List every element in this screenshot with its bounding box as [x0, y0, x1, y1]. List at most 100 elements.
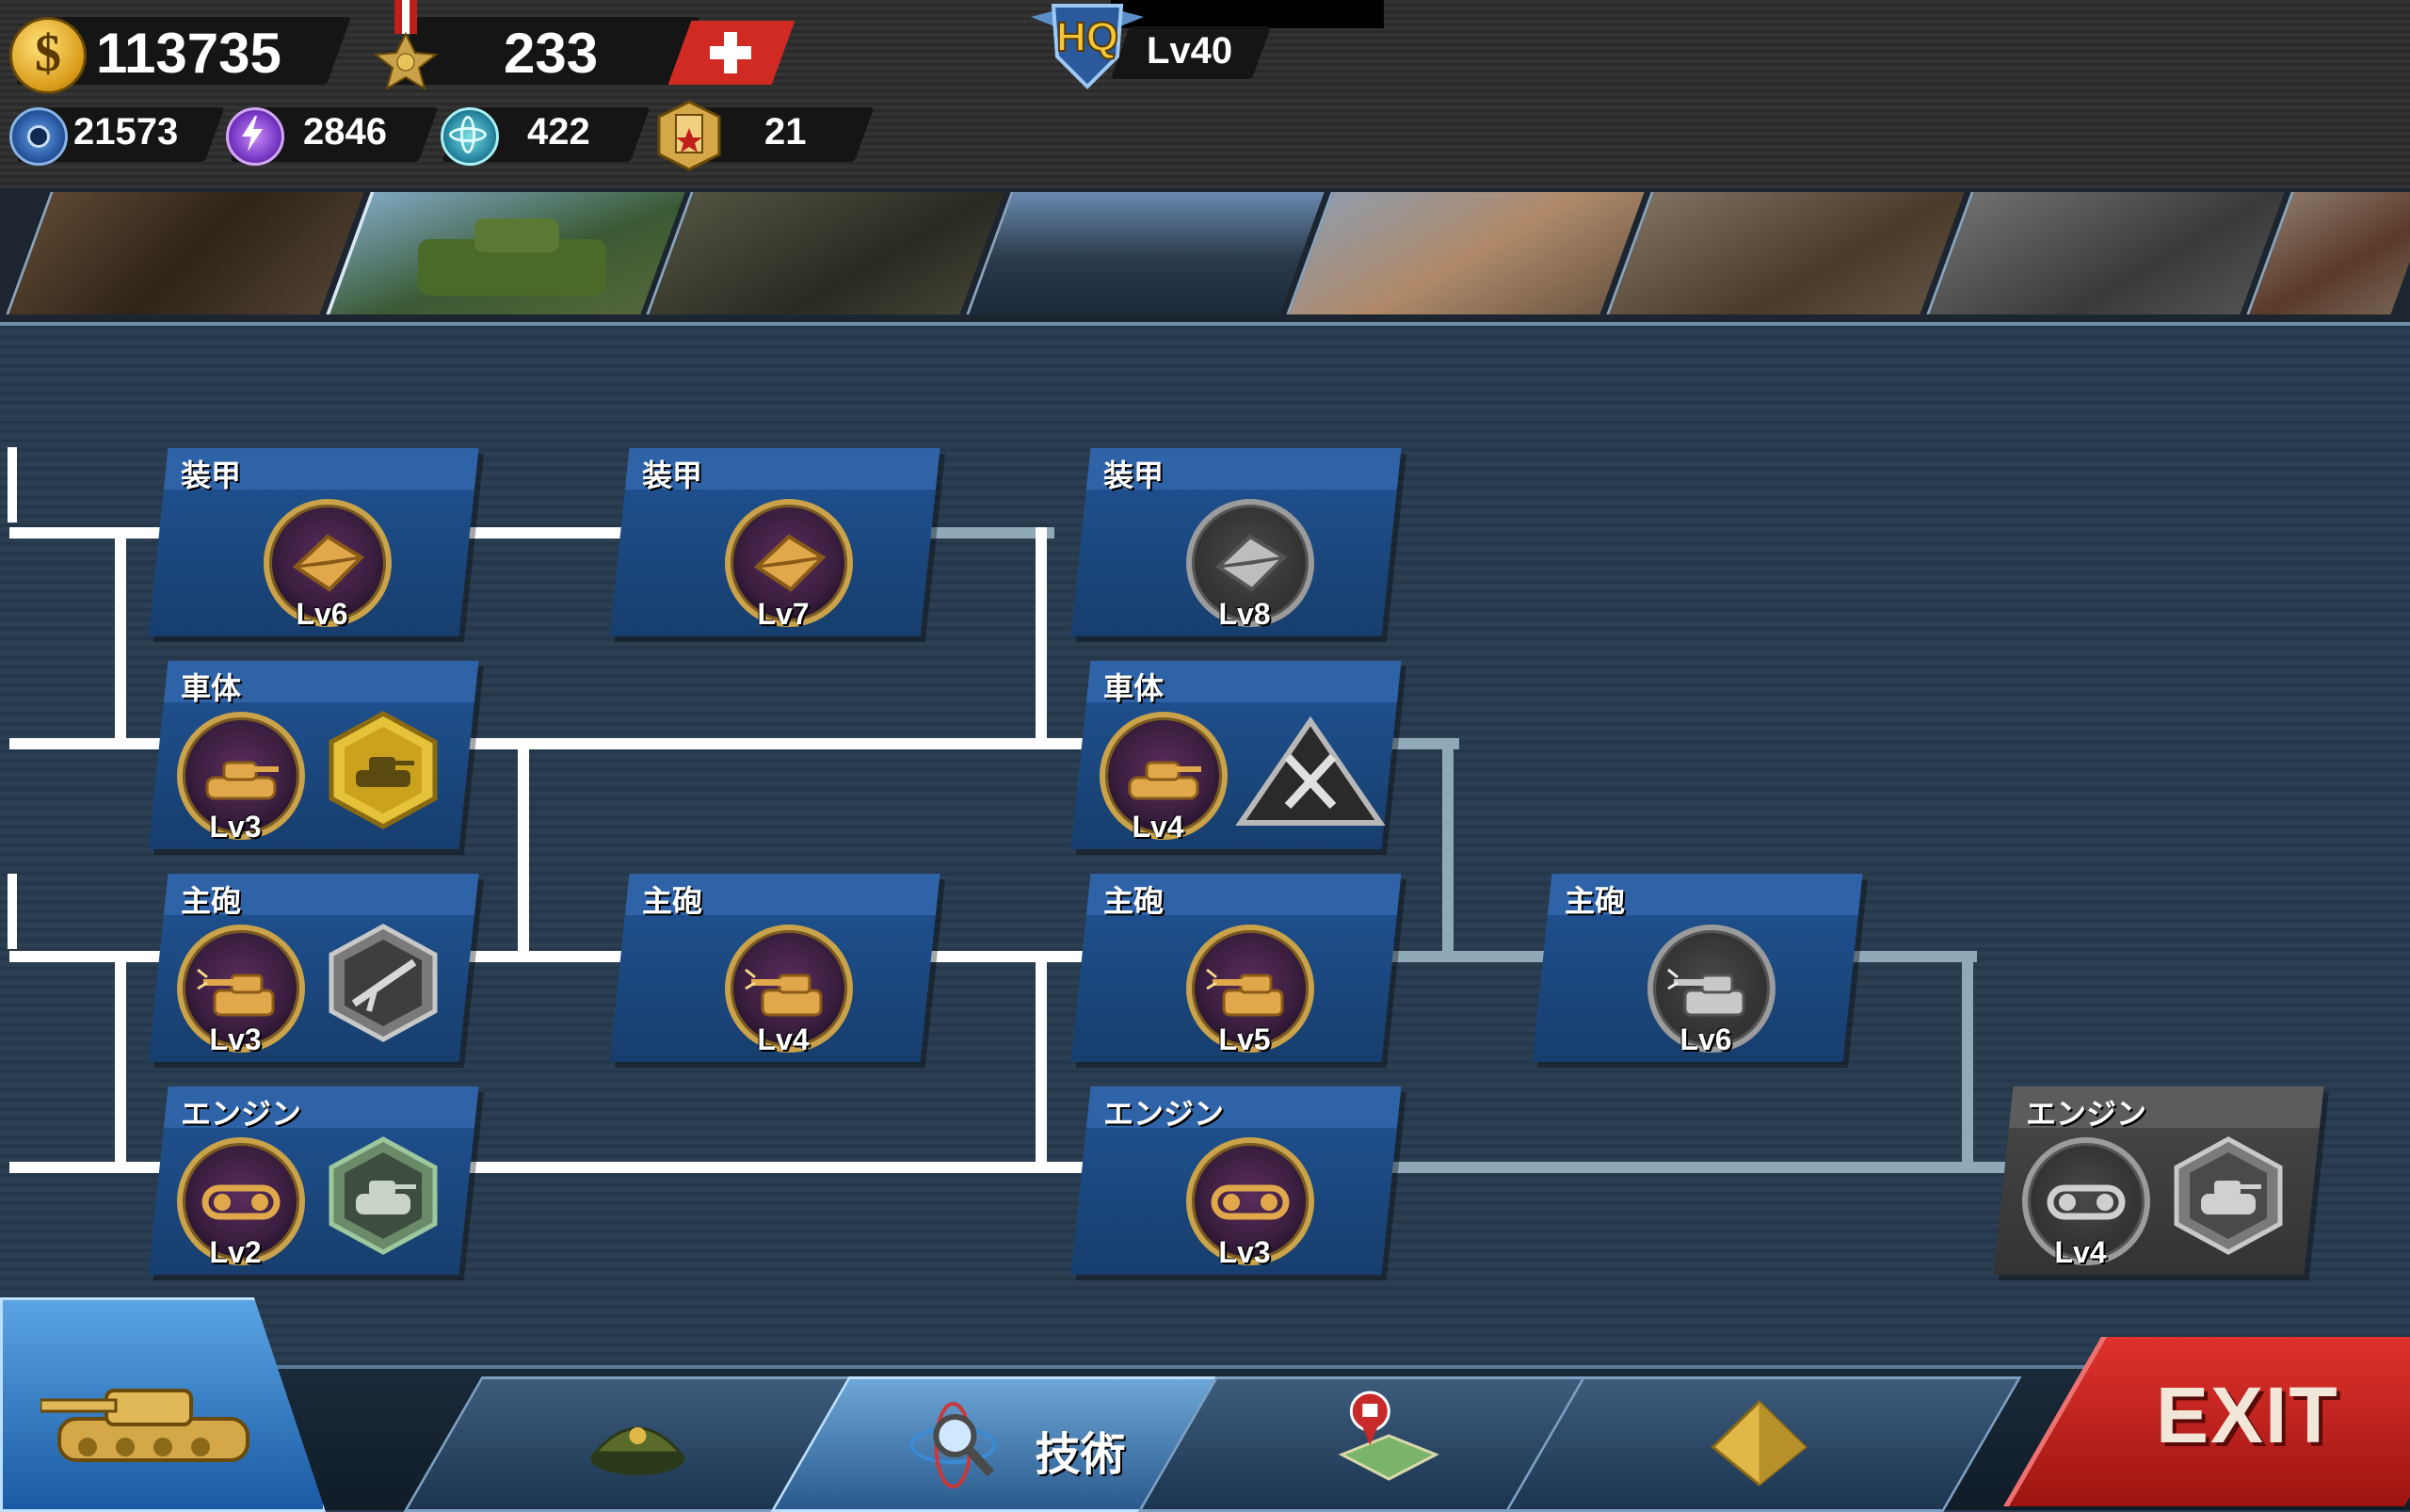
- exit-button-label: EXIT: [2156, 1371, 2339, 1459]
- medal-icon: [372, 0, 440, 104]
- tank-photo-icon: [326, 192, 685, 314]
- node-title: エンジン: [1103, 1096, 1225, 1132]
- tank-cannon-icon: [1647, 925, 1775, 1053]
- tech-node-gun-4[interactable]: 主砲 Lv6: [1532, 874, 1863, 1062]
- tech-amount: 422: [527, 111, 590, 153]
- node-level: Lv4: [757, 1022, 810, 1056]
- connector-line: [461, 527, 631, 539]
- armor-plate-icon: [264, 499, 392, 627]
- machine-gun-hex-icon[interactable]: [328, 923, 439, 1043]
- node-title: 装甲: [1103, 458, 1165, 493]
- node-title: エンジン: [181, 1096, 302, 1132]
- gear-amount: 21573: [73, 111, 179, 153]
- category-tank[interactable]: [326, 192, 685, 314]
- category-artillery[interactable]: [646, 192, 1004, 314]
- artillery-icon: [646, 192, 1004, 314]
- tank-cannon-icon: [725, 925, 853, 1053]
- tech-node-engine-3[interactable]: エンジン Lv4: [1993, 1086, 2324, 1275]
- connector-line: [115, 951, 126, 1173]
- tank-engine-hex-icon[interactable]: [2173, 1135, 2284, 1256]
- plus-icon: [708, 30, 753, 75]
- connector-line: [115, 527, 126, 749]
- unit-select-tank-button[interactable]: [0, 1297, 326, 1512]
- tech-node-armor-2[interactable]: 装甲 Lv7: [609, 448, 940, 636]
- magnifier-atom-icon: [906, 1398, 1009, 1492]
- gear-icon: [9, 107, 68, 166]
- tech-node-gun-2[interactable]: 主砲 Lv4: [609, 874, 940, 1062]
- tech-node-armor-3[interactable]: 装甲 Lv8: [1070, 448, 1402, 636]
- connector-line: [8, 874, 17, 949]
- connector-line: [461, 738, 1083, 749]
- tech-node-engine-2[interactable]: エンジン Lv3: [1070, 1086, 1402, 1275]
- tab-crafting[interactable]: [1504, 1376, 2022, 1512]
- category-bunker[interactable]: [1606, 192, 1965, 314]
- officer-cap-icon: [586, 1398, 689, 1492]
- connector-line: [1384, 1162, 2024, 1173]
- node-level: Lv8: [1218, 597, 1271, 631]
- node-level: Lv3: [209, 1022, 262, 1056]
- tech-node-gun-1[interactable]: 主砲 Lv3: [148, 874, 479, 1062]
- connector-line: [923, 527, 1054, 539]
- tech-node-gun-3[interactable]: 主砲 Lv5: [1070, 874, 1402, 1062]
- tank-upgrade-hex-icon[interactable]: [328, 710, 439, 830]
- tank-hull-icon: [1100, 712, 1228, 840]
- tank-cannon-icon: [177, 925, 305, 1053]
- armor-plate-icon: [725, 499, 853, 627]
- badge-amount: 21: [764, 111, 807, 153]
- connector-line: [9, 738, 160, 749]
- atom-icon: [441, 107, 499, 166]
- connector-line: [1442, 738, 1454, 960]
- node-title: エンジン: [2026, 1096, 2147, 1132]
- infantry-icon: [6, 192, 364, 314]
- node-level: Lv3: [1218, 1235, 1271, 1269]
- node-level: Lv5: [1218, 1022, 1271, 1056]
- connector-line: [1845, 951, 1977, 962]
- tech-node-hull-1[interactable]: 車体 Lv3: [148, 661, 479, 849]
- connector-line: [8, 447, 17, 523]
- repair-tools-icon[interactable]: [1235, 716, 1386, 828]
- node-level: Lv7: [757, 597, 810, 631]
- connector-line: [1962, 951, 1973, 1173]
- category-aircraft[interactable]: [1286, 192, 1645, 314]
- track-engine-icon: [177, 1137, 305, 1265]
- connector-line: [461, 951, 631, 962]
- hq-shield-icon[interactable]: HQ: [1021, 0, 1153, 90]
- warship-icon: [966, 192, 1325, 314]
- connector-line: [9, 951, 160, 962]
- node-level: Lv3: [209, 810, 262, 844]
- category-warship[interactable]: [966, 192, 1325, 314]
- tech-node-armor-1[interactable]: 装甲 Lv6: [148, 448, 479, 636]
- connector-line: [461, 1162, 1083, 1173]
- node-level: Lv4: [1132, 810, 1184, 844]
- svg-text:HQ: HQ: [1056, 14, 1118, 60]
- category-infantry[interactable]: [6, 192, 364, 314]
- node-title: 主砲: [642, 883, 703, 919]
- tech-node-hull-2[interactable]: 車体 Lv4: [1070, 661, 1402, 849]
- node-level: Lv6: [296, 597, 348, 631]
- connector-line: [1384, 951, 1553, 962]
- tech-node-engine-1[interactable]: エンジン Lv2: [148, 1086, 479, 1275]
- node-title: 主砲: [181, 883, 242, 919]
- medal-amount: 233: [504, 22, 599, 85]
- tab-map[interactable]: [1137, 1376, 1655, 1512]
- hq-xp-bar: [1111, 0, 1384, 28]
- category-anti-air[interactable]: [1926, 192, 2285, 314]
- gold-coin-icon: $: [9, 17, 87, 94]
- node-level: Lv4: [2054, 1235, 2107, 1269]
- hq-level: Lv40: [1147, 30, 1233, 72]
- connector-line: [9, 527, 160, 539]
- tab-tech-label: 技術: [1035, 1428, 1126, 1481]
- tab-tech[interactable]: 技術: [770, 1376, 1288, 1512]
- energy-amount: 2846: [303, 111, 387, 153]
- gold-amount: 113735: [96, 22, 281, 85]
- connector-line: [1036, 951, 1047, 1173]
- connector-line: [1036, 527, 1047, 749]
- gold-pyramid-icon: [1708, 1396, 1811, 1490]
- node-title: 主砲: [1103, 883, 1165, 919]
- aircraft-icon: [1286, 192, 1645, 314]
- tank-engine-hex-icon[interactable]: [328, 1135, 439, 1256]
- bunker-icon: [1606, 192, 1965, 314]
- map-pin-icon: [1332, 1389, 1445, 1492]
- node-level: Lv6: [1679, 1022, 1732, 1056]
- tab-commander[interactable]: [403, 1376, 921, 1512]
